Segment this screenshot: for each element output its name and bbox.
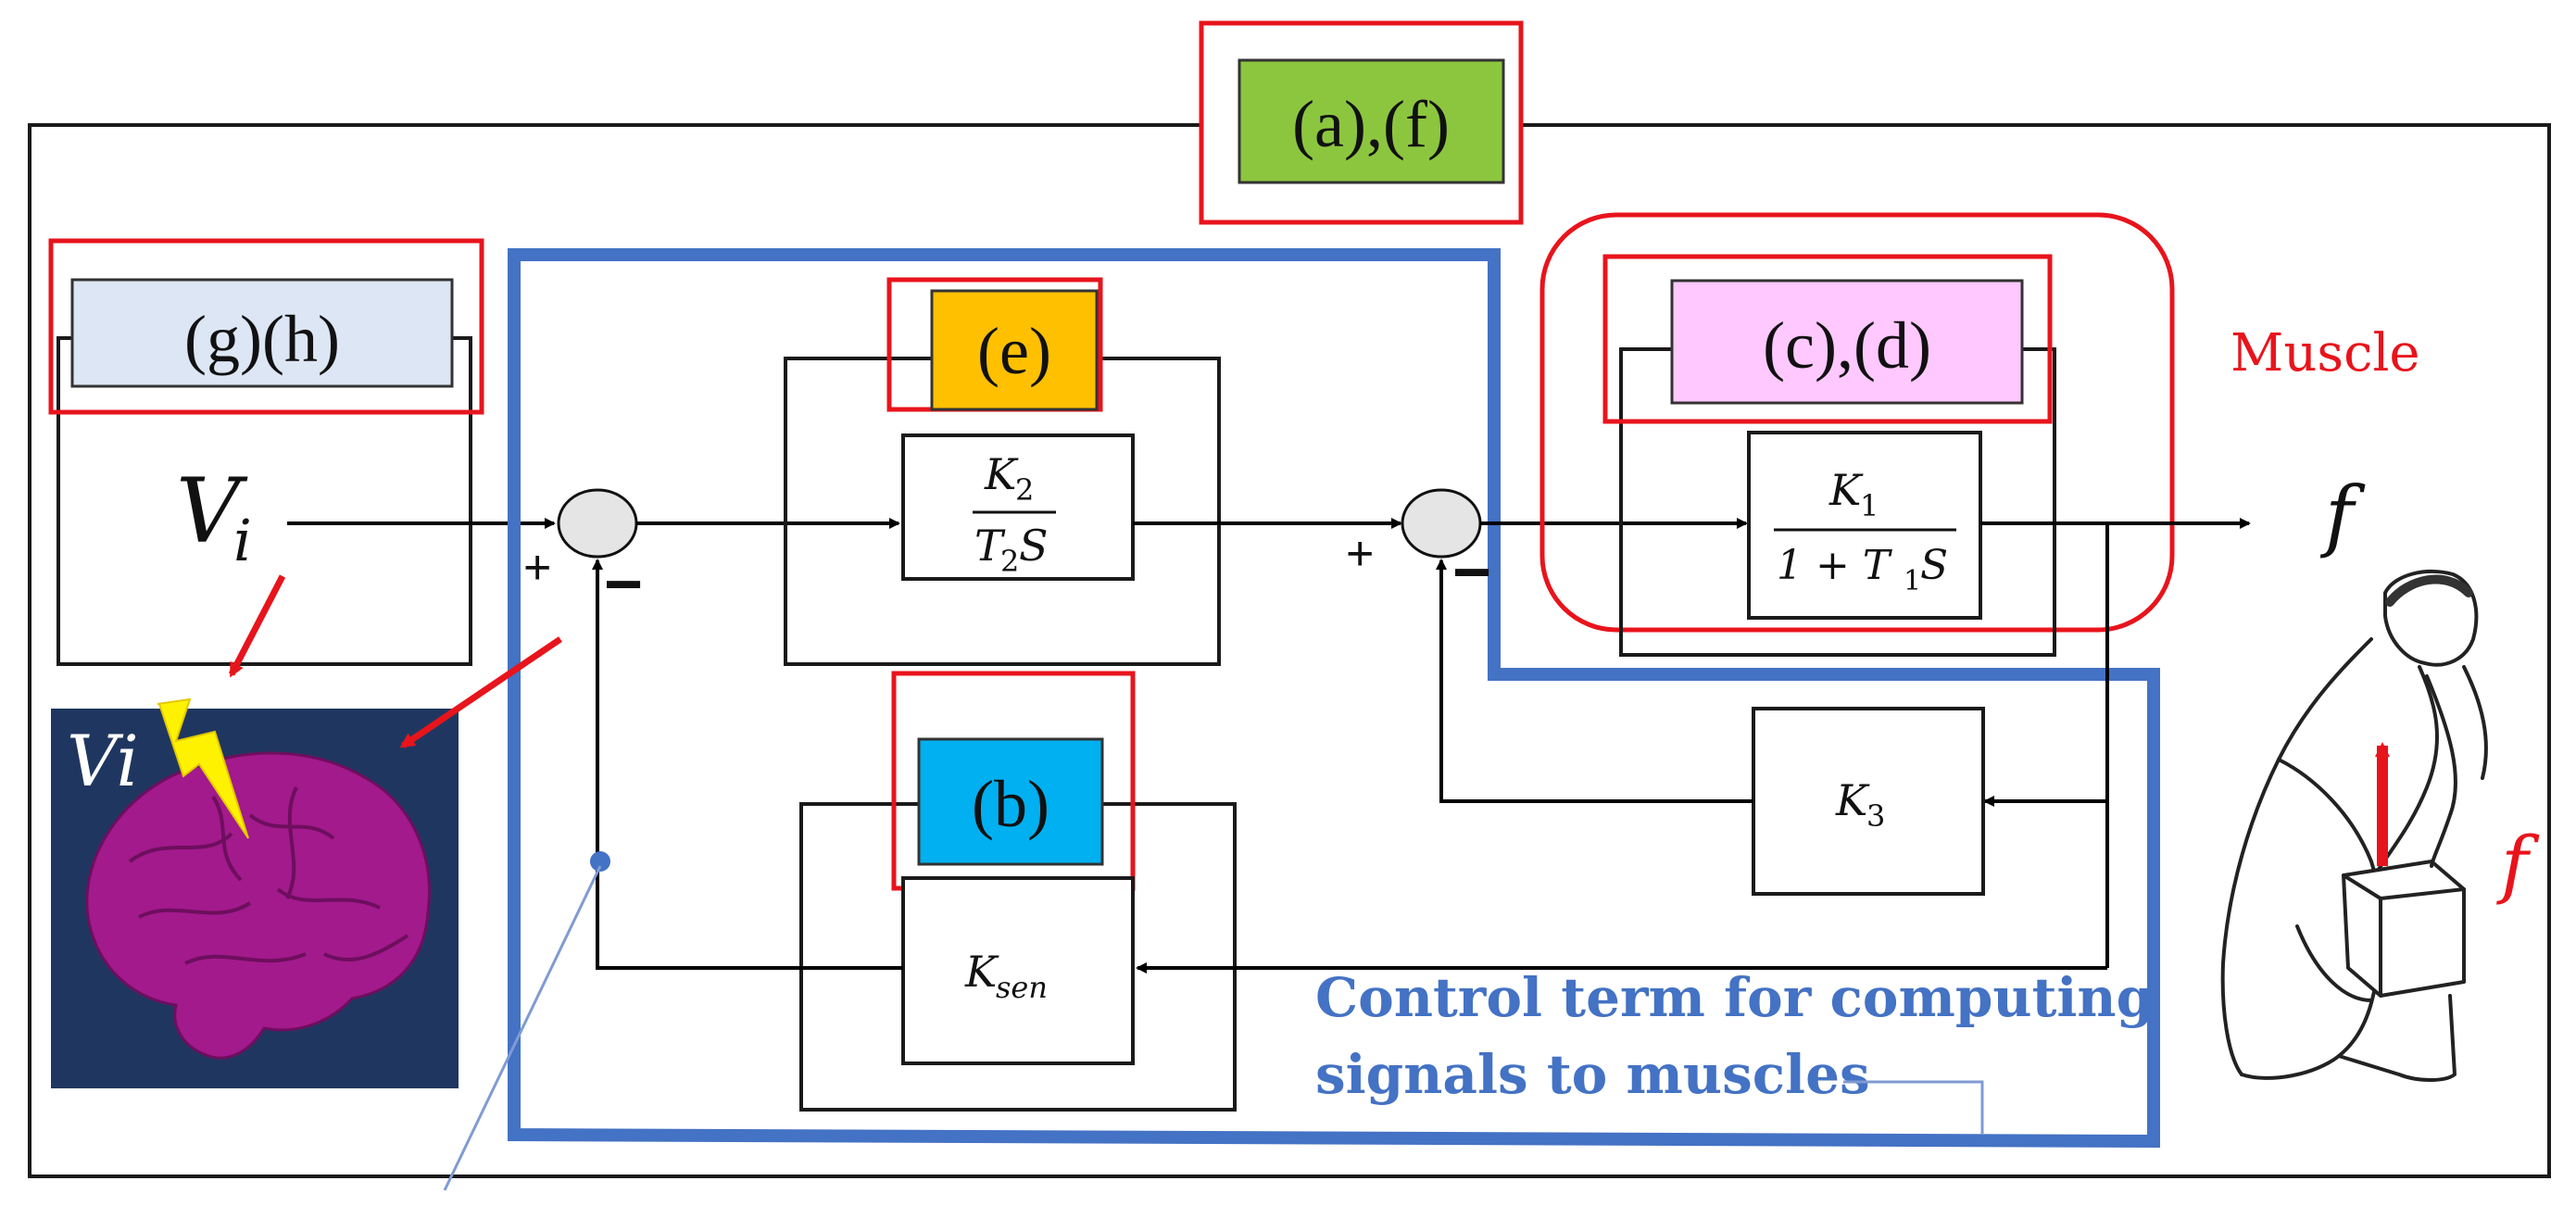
ksen-label-sub: sen bbox=[996, 970, 1048, 1005]
k1-block bbox=[1747, 431, 1982, 620]
gh-red-highlight bbox=[48, 238, 484, 415]
sum2-minus: − bbox=[1452, 535, 1491, 609]
b-label-box bbox=[917, 737, 1104, 866]
cd-label-box bbox=[1670, 279, 2024, 405]
cd-label: (c),(d) bbox=[1763, 308, 1931, 383]
brain-label: Vi bbox=[67, 720, 139, 802]
control-term-line1: Control term for computing bbox=[1315, 966, 2154, 1029]
k1-denominator-tail: S bbox=[1920, 542, 1948, 589]
k2-numerator-sub: 2 bbox=[1015, 472, 1034, 508]
sum2-plus: + bbox=[1346, 527, 1374, 581]
input-signal-v: V bbox=[176, 459, 248, 563]
muscle-region bbox=[1539, 212, 2175, 633]
control-term-leader bbox=[1843, 1080, 1984, 1135]
k3-block bbox=[1752, 707, 1985, 896]
gh-label-box bbox=[70, 278, 454, 388]
muscle-label: Muscle bbox=[2230, 323, 2420, 383]
k3-feedback-line bbox=[1436, 559, 1753, 803]
callout-line bbox=[443, 865, 602, 1191]
ksen-block bbox=[901, 876, 1135, 1065]
k2-denominator: T bbox=[974, 521, 1006, 571]
sum1-plus: + bbox=[523, 541, 551, 595]
e-label: (e) bbox=[977, 314, 1051, 388]
red-arrow-left bbox=[228, 574, 286, 678]
k2-numerator: K bbox=[984, 449, 1019, 499]
callout-dot bbox=[590, 851, 610, 872]
lightning-icon bbox=[157, 697, 249, 839]
sum1-minus: − bbox=[604, 547, 643, 622]
k3-label: K bbox=[1835, 775, 1870, 825]
brain-illustration: Vi bbox=[51, 697, 459, 1088]
ksen-label: K bbox=[964, 947, 999, 997]
k1-denominator-sub: 1 bbox=[1904, 565, 1921, 597]
af-green-label-box bbox=[1238, 58, 1505, 184]
control-term-line2: signals to muscles bbox=[1315, 1043, 1870, 1106]
gh-label: (g)(h) bbox=[184, 302, 340, 376]
control-region-outline bbox=[508, 248, 2160, 1149]
person-lifting-illustration bbox=[2220, 570, 2488, 1082]
red-arrow-right bbox=[399, 636, 562, 748]
k3-label-sub: 3 bbox=[1866, 798, 1885, 834]
k1-denominator: 1 + T bbox=[1777, 542, 1893, 589]
person-force-label: f bbox=[2496, 821, 2540, 907]
k2-block bbox=[901, 433, 1135, 581]
k2-denominator-tail: S bbox=[1019, 521, 1049, 571]
k1-numerator-sub: 1 bbox=[1860, 488, 1879, 523]
k1-numerator: K bbox=[1828, 465, 1864, 515]
box-icon bbox=[2342, 860, 2466, 998]
af-label: (a),(f) bbox=[1292, 87, 1450, 161]
output-signal: f bbox=[2319, 470, 2366, 560]
k2-denominator-sub: 2 bbox=[1000, 544, 1019, 579]
e-label-box bbox=[930, 289, 1099, 411]
input-signal-sub: i bbox=[233, 507, 252, 574]
ksen-feedback-line bbox=[592, 559, 903, 970]
cd-red-highlight bbox=[1602, 254, 2053, 424]
b-label: (b) bbox=[972, 767, 1049, 841]
